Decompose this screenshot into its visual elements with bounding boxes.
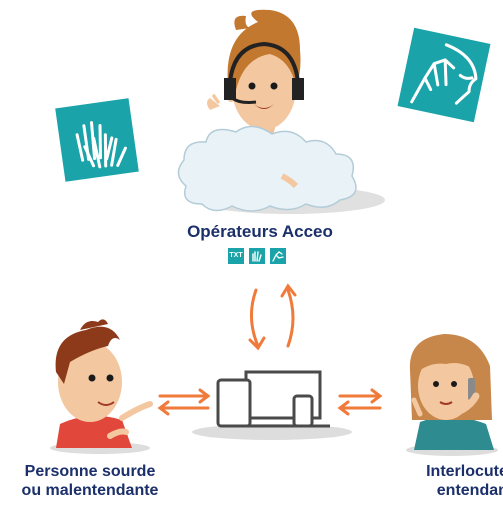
hearing-person-label-line1: Interlocuteur [426, 463, 503, 480]
deaf-person-label-line2: ou malentendante [21, 482, 159, 499]
deaf-person-label-line1: Personne sourde [24, 463, 156, 480]
deaf-exchange-arrows [157, 388, 211, 416]
sign-language-icon [55, 98, 139, 182]
headset-icon [224, 41, 304, 104]
lip-reading-icon [397, 27, 491, 123]
hearing-exchange-arrows [337, 388, 383, 416]
deaf-person-label: Personne sourde ou malentendante [2, 462, 178, 500]
hearing-person-label: Interlocuteur entendant [395, 462, 503, 500]
hearing-person-label-line2: entendant [436, 482, 503, 499]
txt-badge-icon: TXT [228, 248, 244, 264]
sign-language-badge-icon [249, 248, 265, 264]
operators-title: Opérateurs Acceo [187, 222, 333, 241]
lip-reading-badge-icon [270, 248, 286, 264]
devices-icon [216, 370, 330, 428]
cloud-icon [177, 125, 357, 212]
operator-exchange-arrows [248, 283, 297, 351]
hearing-person-figure [406, 334, 498, 456]
deaf-person-figure [50, 319, 153, 454]
